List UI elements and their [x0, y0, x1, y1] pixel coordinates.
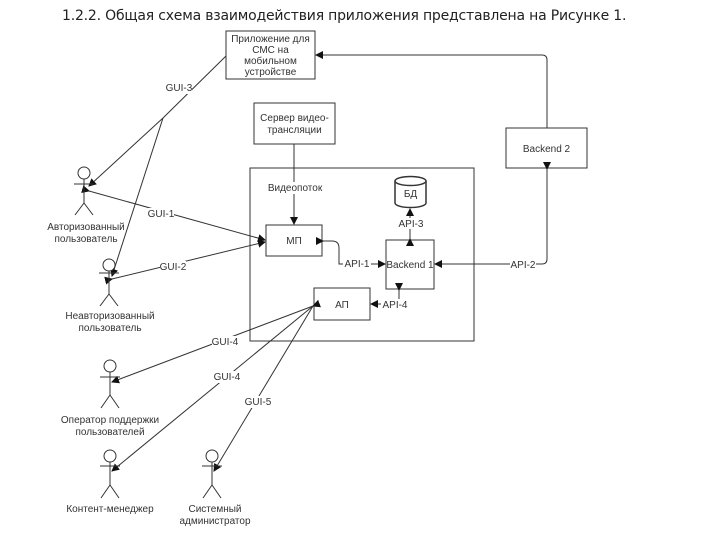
database-label: БД — [404, 189, 418, 200]
sms-app-node[interactable]: Приложение для СМС на мобильном устройст… — [225, 30, 316, 80]
gui4b-label: GUI-4 — [214, 372, 241, 383]
actor-content-manager-label: Контент-менеджер — [66, 504, 154, 515]
gui5-label: GUI-5 — [245, 397, 272, 408]
sms-app-label-1: Приложение для — [231, 34, 310, 45]
backend2-label: Backend 2 — [523, 144, 571, 155]
backend2-node[interactable]: Backend 2 — [505, 127, 588, 169]
gui3-edge-authorized — [88, 117, 164, 187]
stick-figure-icon — [74, 166, 94, 216]
backend1-label: Backend 1 — [386, 260, 434, 271]
api1-label: API-1 — [344, 259, 369, 270]
api1-edge — [316, 237, 386, 268]
ap-label: АП — [335, 300, 349, 311]
actor-unauthorized-label-2: пользователь — [78, 323, 141, 334]
sms-app-label-2: СМС на — [252, 45, 289, 56]
video-server-label-2: трансляции — [267, 125, 321, 136]
gui4a-label: GUI-4 — [212, 337, 239, 348]
api3-label: API-3 — [398, 219, 423, 230]
sms-app-label-4: устройстве — [245, 67, 297, 78]
stick-figure-icon — [100, 449, 120, 499]
gui2-edge — [104, 239, 266, 285]
api2-label: API-2 — [510, 260, 535, 271]
actor-sysadmin-label-1: Системный — [188, 504, 241, 515]
gui4-edge-content-manager — [111, 305, 314, 472]
actor-authorized-user[interactable]: Авторизованный пользователь — [47, 166, 125, 245]
actor-authorized-label-1: Авторизованный — [47, 222, 125, 233]
gui2-label: GUI-2 — [160, 262, 187, 273]
api2-edge — [434, 162, 551, 268]
actor-operator-label-1: Оператор поддержки — [61, 415, 159, 426]
backend1-node[interactable]: Backend 1 — [385, 239, 435, 290]
videostream-label: Видеопоток — [268, 183, 323, 194]
actor-content-manager[interactable]: Контент-менеджер — [66, 449, 154, 515]
stick-figure-icon — [202, 449, 222, 499]
api4-label: API-4 — [382, 300, 407, 311]
gui3-label: GUI-3 — [166, 83, 193, 94]
gui3-edge-trunk — [162, 55, 227, 119]
mp-node[interactable]: МП — [265, 224, 323, 257]
sms-app-label-3: мобильном — [244, 55, 297, 67]
stick-figure-icon — [99, 258, 119, 307]
gui1-label: GUI-1 — [148, 209, 175, 220]
ap-node[interactable]: АП — [313, 287, 371, 321]
actor-sysadmin-label-2: администратор — [179, 516, 250, 527]
actor-unauthorized-label-1: Неавторизованный — [65, 311, 154, 322]
video-server-node[interactable]: Сервер видео- трансляции — [253, 102, 336, 145]
actor-sysadmin[interactable]: Системный администратор — [179, 449, 251, 527]
gui1-edge — [81, 185, 266, 242]
actor-operator-label-2: пользователей — [75, 427, 144, 438]
figure-caption: 1.2.2. Общая схема взаимодействия прилож… — [62, 8, 627, 24]
actor-authorized-label-2: пользователь — [54, 234, 117, 245]
mp-label: МП — [286, 236, 302, 247]
actor-support-operator[interactable]: Оператор поддержки пользователей — [61, 359, 159, 438]
backend2-to-sms-edge — [315, 51, 548, 128]
stick-figure-icon — [100, 359, 120, 409]
gui5-edge — [213, 305, 314, 472]
video-server-label-1: Сервер видео- — [260, 113, 329, 124]
actor-unauthorized-user[interactable]: Неавторизованный пользователь — [65, 258, 155, 334]
database-node[interactable]: БД — [394, 175, 427, 209]
